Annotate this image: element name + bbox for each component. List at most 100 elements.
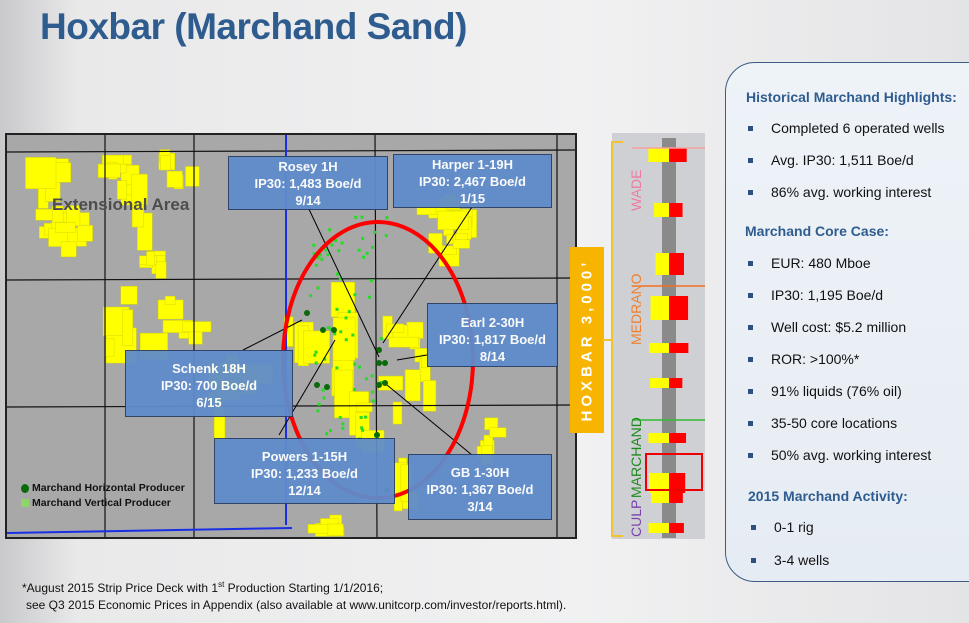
vertical-well-marker	[371, 399, 375, 403]
type-log: WADE MEDRANO MARCHAND CULP	[612, 133, 705, 539]
horizontal-well-marker	[376, 382, 382, 388]
formation-marchand: MARCHAND	[628, 417, 644, 498]
vertical-well-marker	[354, 215, 358, 219]
log-lithology-fill	[669, 378, 683, 388]
log-lithology-fill	[669, 343, 689, 353]
acreage-block	[160, 155, 171, 171]
vertical-well-marker	[326, 253, 330, 257]
vertical-well-marker	[316, 286, 320, 290]
vertical-well-marker	[341, 426, 345, 430]
bullet-icon	[748, 420, 753, 426]
legend-vertical: Marchand Vertical Producer	[21, 497, 171, 509]
log-lithology-fill	[669, 253, 684, 275]
formation-wade: WADE	[628, 169, 644, 211]
footnote: *August 2015 Strip Price Deck with 1st P…	[22, 580, 567, 612]
vertical-well-marker	[321, 388, 325, 392]
log-lithology-fill	[649, 343, 669, 353]
acreage-block	[423, 380, 437, 412]
vertical-well-marker	[329, 428, 333, 432]
list-item: 86% avg. working interest	[748, 184, 931, 200]
vertical-well-marker	[338, 416, 342, 420]
vertical-well-marker	[357, 248, 361, 252]
vertical-well-marker	[320, 257, 324, 261]
list-item: EUR: 480 Mboe	[748, 255, 871, 271]
acreage-block	[330, 281, 355, 318]
acreage-block	[25, 157, 57, 189]
acreage-block	[332, 317, 356, 361]
vertical-well-marker	[314, 263, 318, 267]
horizontal-well-marker	[374, 432, 380, 438]
list-item: ROR: >100%*	[748, 351, 859, 367]
acreage-block	[131, 173, 148, 206]
vertical-well-marker	[361, 236, 365, 240]
bullet-icon	[748, 452, 753, 458]
log-lithology-fill	[669, 523, 684, 533]
vertical-well-marker	[353, 387, 357, 391]
list-item: IP30: 1,195 Boe/d	[748, 287, 883, 303]
formation-culp: CULP	[628, 499, 644, 537]
acreage-block	[185, 166, 200, 187]
acreage-block	[307, 524, 329, 534]
log-lithology-fill	[651, 493, 669, 503]
acreage-block	[404, 369, 421, 402]
log-lithology-fill	[669, 203, 683, 217]
bullet-icon	[748, 324, 753, 330]
log-curves	[632, 138, 705, 538]
leader-lines	[242, 204, 473, 456]
log-lithology-fill	[669, 148, 687, 162]
list-item: 91% liquids (76% oil)	[748, 383, 902, 399]
list-item: 50% avg. working interest	[748, 447, 931, 463]
acreage-block	[388, 336, 419, 348]
vertical-well-marker	[344, 316, 348, 320]
vertical-well-marker	[335, 307, 339, 311]
hoxbar-interval-label: HOXBAR 3,000’	[570, 247, 604, 433]
log-lithology-fill	[655, 253, 669, 275]
vertical-well-marker	[308, 294, 312, 298]
bullet-icon	[748, 157, 753, 163]
acreage-block	[356, 402, 373, 413]
vertical-well-marker	[334, 239, 338, 243]
vertical-well-marker	[347, 310, 351, 314]
acreage-block	[326, 523, 344, 536]
historical-heading: Historical Marchand Highlights:	[746, 89, 957, 105]
vertical-well-marker	[364, 415, 368, 419]
horizontal-well-icon	[21, 483, 29, 493]
horizontal-well-marker	[382, 380, 388, 386]
acreage-block	[146, 251, 155, 266]
horizontal-well-marker	[314, 382, 320, 388]
legend-horizontal: Marchand Horizontal Producer	[21, 482, 185, 494]
acreage-block	[489, 427, 507, 438]
vertical-well-marker	[384, 234, 388, 238]
acreage-block	[122, 309, 134, 346]
acreage-block	[60, 241, 77, 258]
horizontal-well-marker	[376, 347, 382, 353]
vertical-well-marker	[338, 277, 342, 281]
vertical-well-icon	[21, 499, 29, 507]
vertical-well-marker	[335, 272, 339, 276]
vertical-well-marker	[318, 253, 322, 257]
horizontal-well-marker	[376, 360, 382, 366]
acreage-block	[392, 401, 403, 425]
bullet-icon	[748, 125, 753, 131]
extensional-area-label: Extensional Area	[52, 195, 190, 214]
list-item: 35-50 core locations	[748, 415, 897, 431]
highlights-panel: Historical Marchand Highlights: Complete…	[725, 62, 969, 582]
vertical-well-marker	[325, 432, 329, 436]
vertical-well-marker	[360, 426, 364, 430]
log-lithology-fill	[669, 296, 689, 320]
acreage-block	[55, 222, 76, 233]
log-lithology-fill	[649, 473, 669, 493]
vertical-well-marker	[361, 428, 365, 432]
marchand-highlight-box	[645, 453, 703, 491]
vertical-well-marker	[359, 416, 363, 420]
vertical-well-marker	[317, 402, 321, 406]
bullet-icon	[748, 356, 753, 362]
acreage-block	[437, 210, 470, 230]
vertical-well-marker	[360, 215, 364, 219]
horizontal-well-marker	[304, 310, 310, 316]
vertical-well-marker	[333, 332, 337, 336]
log-lithology-fill	[654, 203, 669, 217]
